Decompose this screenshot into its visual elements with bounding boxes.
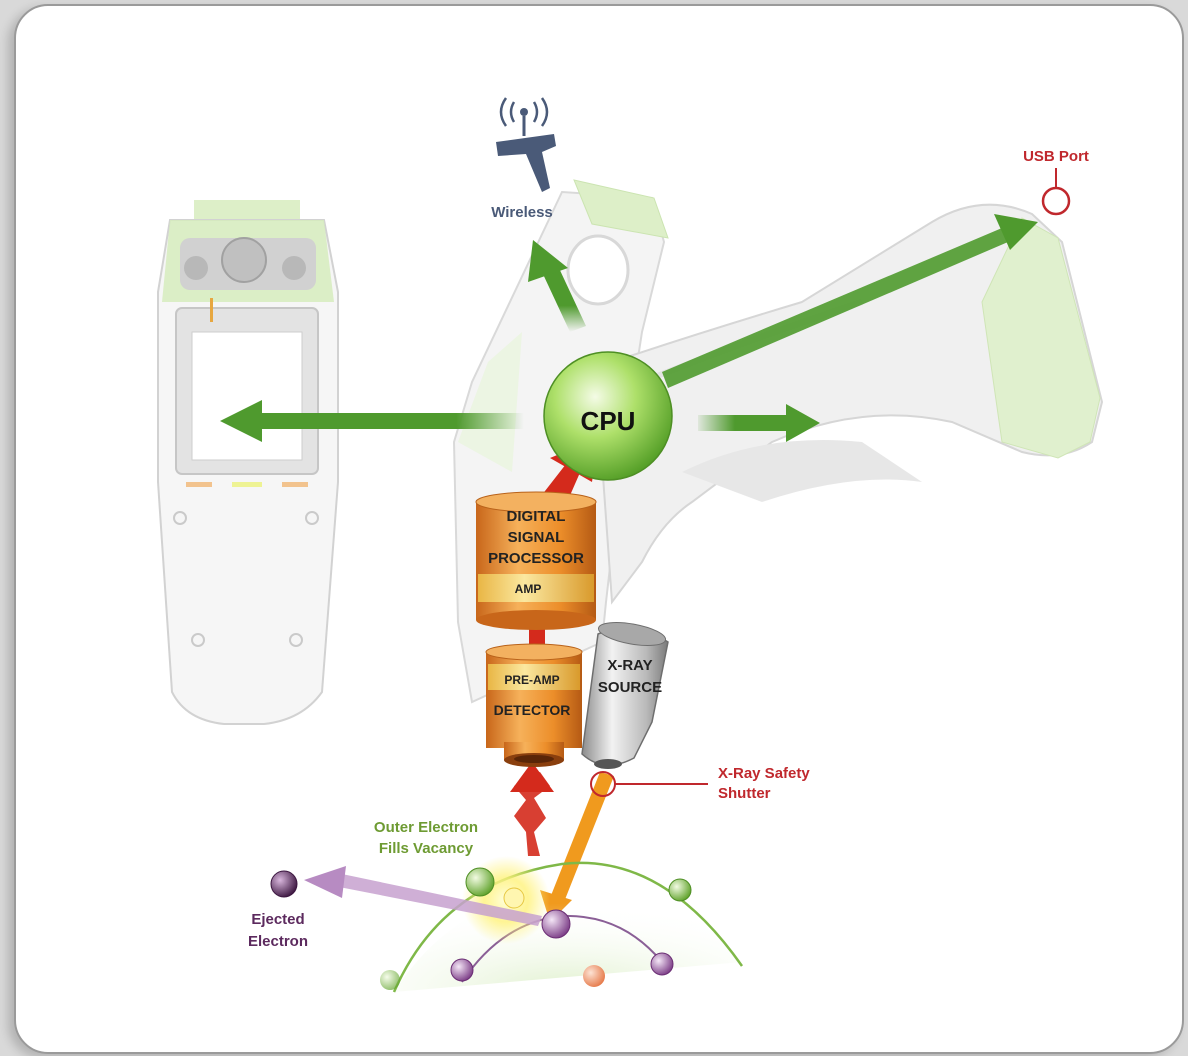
electron — [651, 953, 673, 975]
arrow-to-grip — [698, 415, 790, 431]
ejected-electron-path-head — [304, 866, 346, 898]
amp-label: AMP — [515, 582, 542, 596]
ejected-electron-label-line1: Ejected — [251, 911, 304, 928]
atom-diagram — [271, 856, 742, 992]
wireless-antenna-icon — [496, 98, 556, 192]
electron — [669, 879, 691, 901]
safety-shutter-label-line2: Shutter — [718, 785, 771, 802]
xray-source-label-line2: SOURCE — [598, 679, 662, 696]
outer-electron — [466, 868, 494, 896]
xray-source-label-line1: X-RAY — [607, 657, 652, 674]
dsp-label-line2: SIGNAL — [508, 529, 565, 546]
nucleus-particle — [583, 965, 605, 987]
ejected-electron — [271, 871, 297, 897]
electron — [451, 959, 473, 981]
device-display-unit — [158, 200, 338, 724]
cpu-label: CPU — [581, 406, 636, 436]
safety-shutter-label-line1: X-Ray Safety — [718, 765, 810, 782]
outer-electron-label-line2: Fills Vacancy — [379, 840, 474, 857]
ejected-electron-label-line2: Electron — [248, 933, 308, 950]
outer-electron-label-line1: Outer Electron — [374, 819, 478, 836]
dsp-label-line1: DIGITAL — [507, 508, 566, 525]
usb-port-label: USB Port — [1023, 148, 1089, 165]
electron — [380, 970, 400, 990]
usb-port-icon — [1043, 168, 1069, 214]
pre-amp-label: PRE-AMP — [504, 673, 559, 687]
dsp-label-line3: PROCESSOR — [488, 550, 584, 567]
vacancy-electron — [542, 910, 570, 938]
detector-label: DETECTOR — [494, 702, 571, 718]
wireless-label: Wireless — [491, 204, 553, 221]
vacancy-flash-core — [504, 888, 524, 908]
diagram-frame: Wireless USB Port DIGITAL SIGNAL PROCESS… — [14, 4, 1184, 1054]
arrow-to-display — [254, 413, 524, 429]
xrf-analyzer-diagram: Wireless USB Port DIGITAL SIGNAL PROCESS… — [16, 6, 1182, 1052]
